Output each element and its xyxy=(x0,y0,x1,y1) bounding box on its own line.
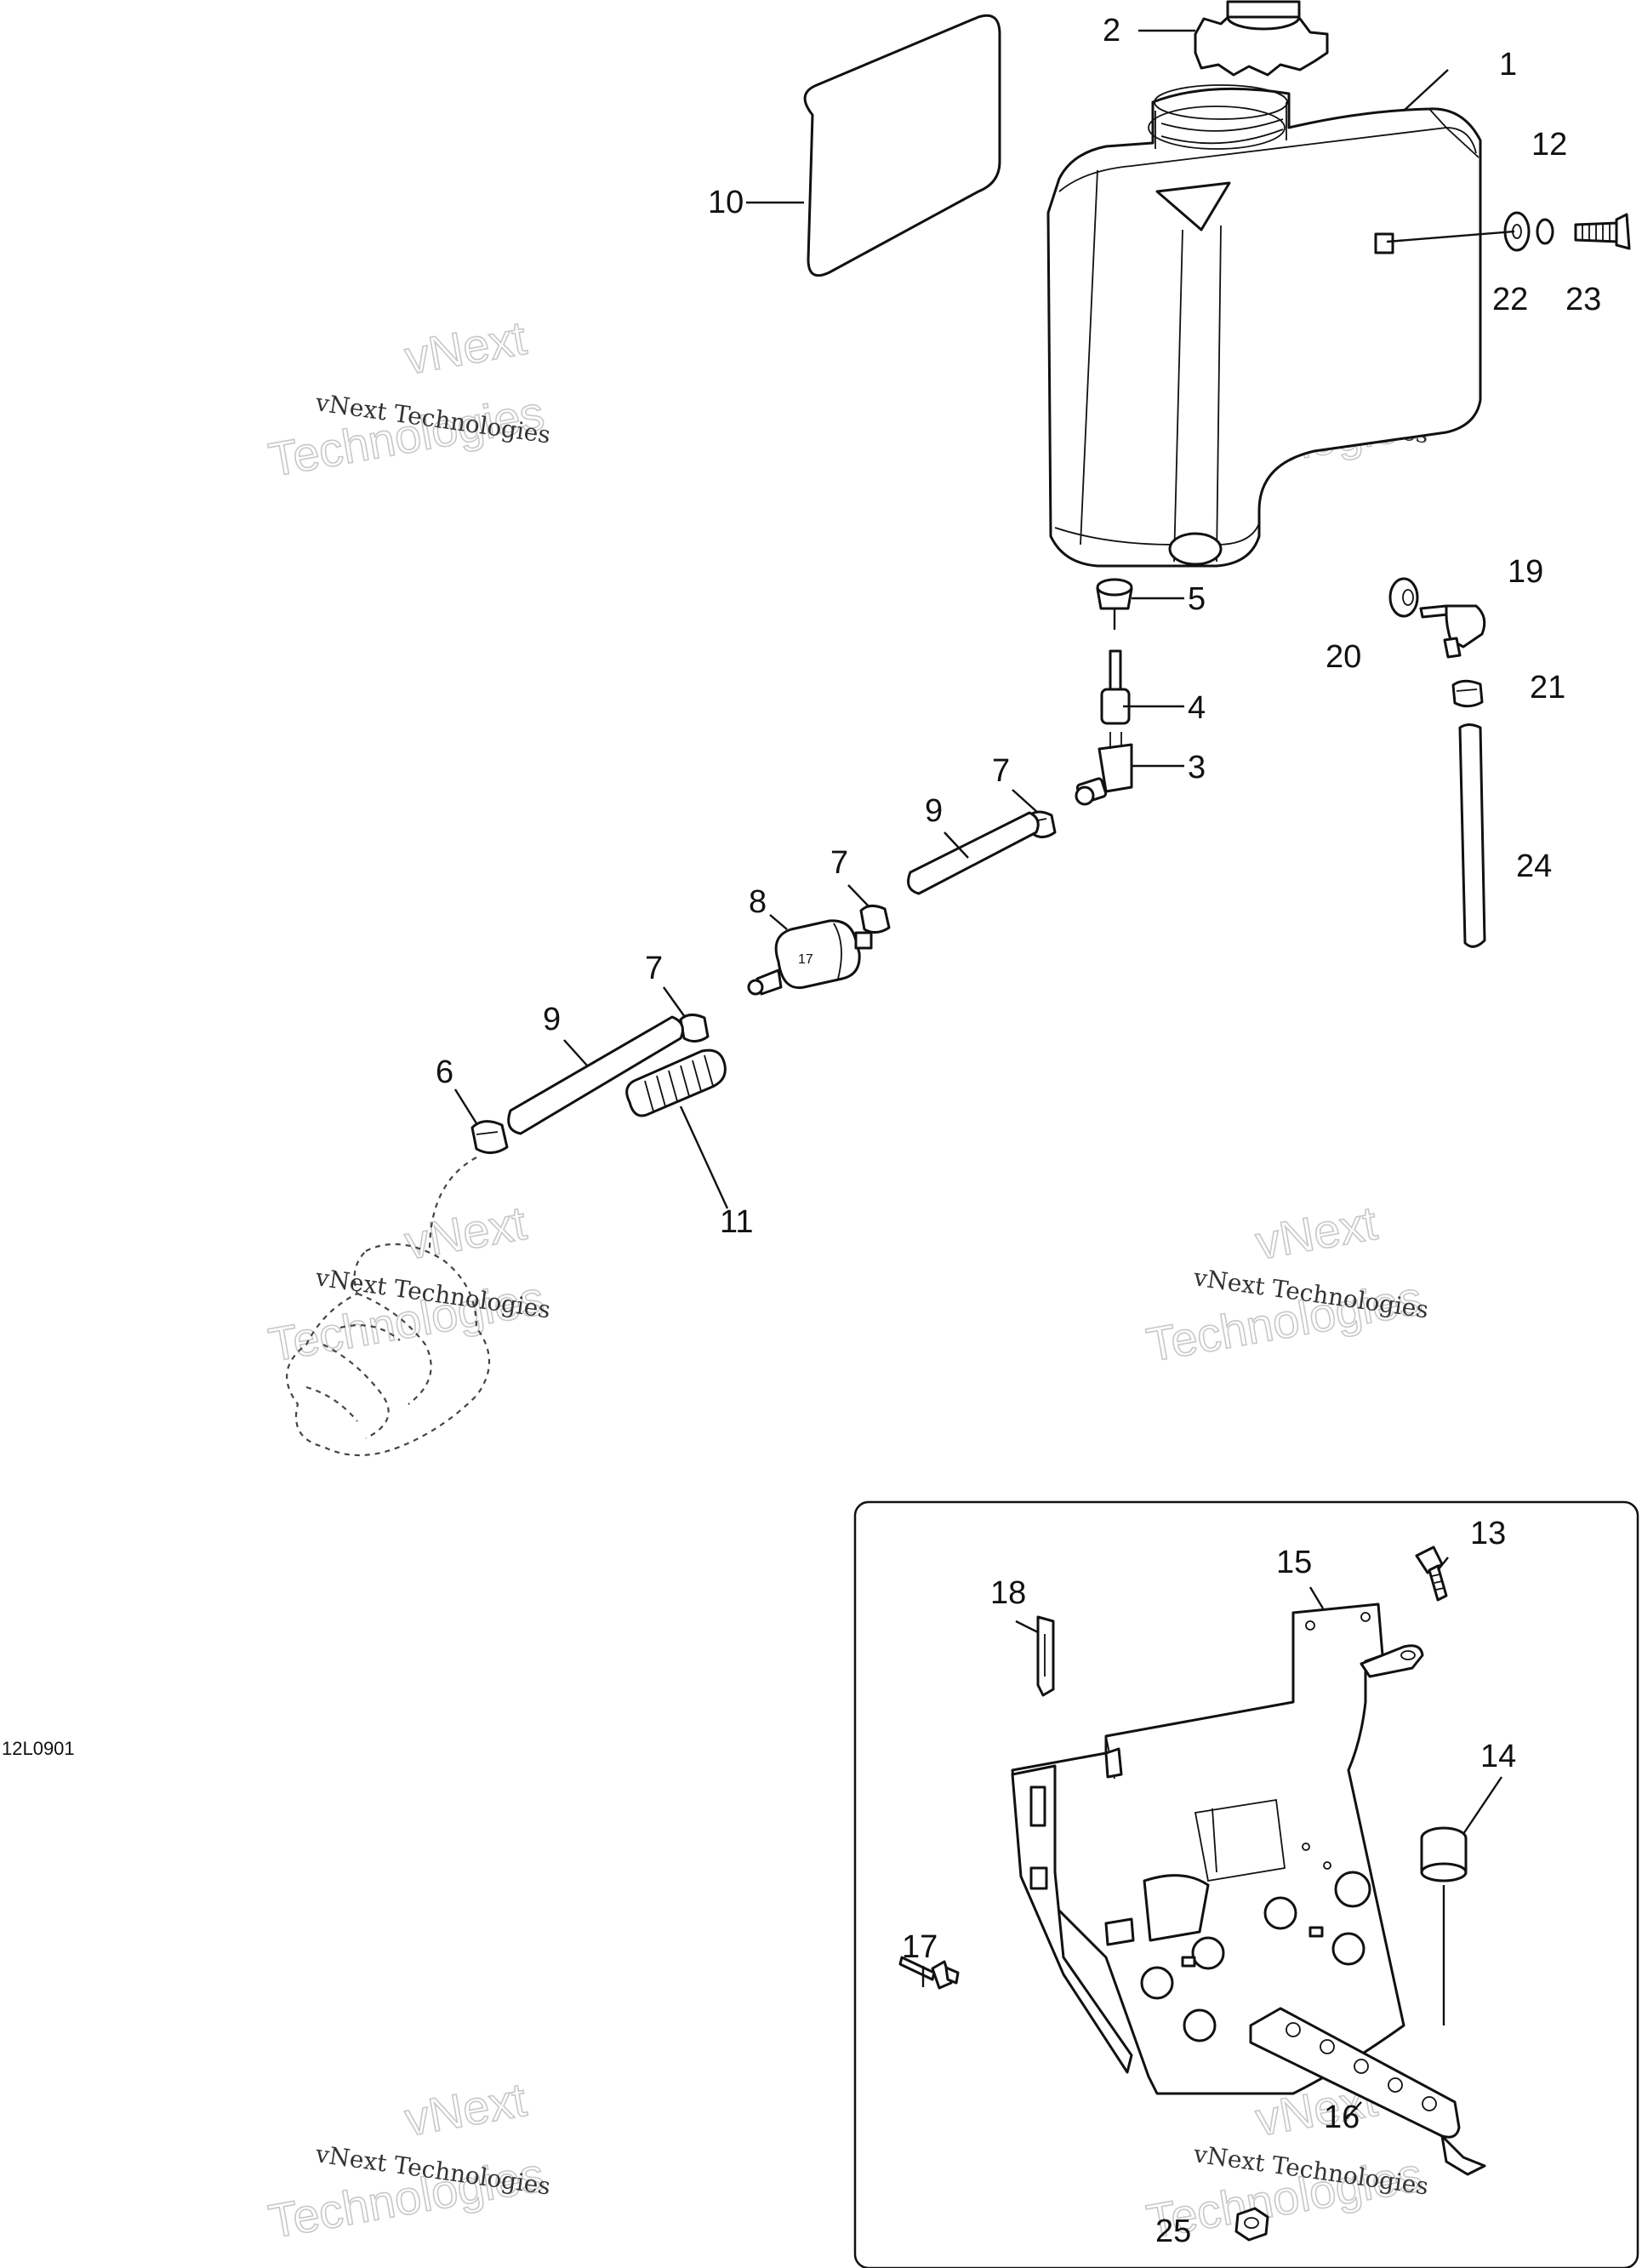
hose-9-upper xyxy=(907,811,1040,895)
elbow-19 xyxy=(1419,604,1486,659)
bracket-15-side-panel xyxy=(1011,1747,1135,2074)
callout-19: 19 xyxy=(1508,554,1543,590)
svg-text:vNext: vNext xyxy=(401,1196,530,1270)
callout-18: 18 xyxy=(990,1575,1026,1611)
callout-20: 20 xyxy=(1326,639,1361,675)
callout-2: 2 xyxy=(1103,13,1120,49)
svg-text:17: 17 xyxy=(798,952,813,967)
filler-cap-2 xyxy=(1194,0,1329,77)
elbow-fitting-3 xyxy=(1075,732,1133,806)
callout-16: 16 xyxy=(1324,2099,1360,2135)
clamp-7-middle xyxy=(859,905,891,934)
spring-sleeve-11 xyxy=(625,1048,727,1117)
callout-3: 3 xyxy=(1188,750,1206,786)
engine-reference-outline xyxy=(286,1157,491,1457)
bolt-13 xyxy=(1415,1545,1448,1602)
callout-7-middle: 7 xyxy=(830,845,848,881)
callout-10: 10 xyxy=(708,185,744,220)
callout-7-top: 7 xyxy=(992,753,1010,789)
watermark-bottom-left: Technologies vNext vNext Technologies xyxy=(264,2071,552,2249)
callout-1: 1 xyxy=(1499,47,1517,83)
svg-text:vNext: vNext xyxy=(1251,1196,1381,1270)
callout-4: 4 xyxy=(1188,690,1206,726)
callout-7-lower: 7 xyxy=(645,951,663,986)
bracket-15 xyxy=(1011,1602,1424,2095)
clip-18 xyxy=(1036,1615,1055,1697)
callout-17: 17 xyxy=(902,1929,938,1965)
callout-12: 12 xyxy=(1531,127,1567,163)
connector-4 xyxy=(1100,649,1131,725)
watermark-middle-right: Technologies vNext vNext Technologies xyxy=(1142,1195,1430,1373)
washer-12 xyxy=(1536,218,1554,245)
callout-15: 15 xyxy=(1276,1545,1312,1580)
callout-25: 25 xyxy=(1155,2214,1191,2249)
clamp-7-lower xyxy=(679,1014,710,1043)
support-rail-16 xyxy=(1249,2007,1486,2176)
hose-9-lower xyxy=(507,1015,684,1135)
callout-9-top: 9 xyxy=(925,793,943,829)
callout-23: 23 xyxy=(1565,282,1601,317)
fuel-filter-8: 17 xyxy=(747,919,873,996)
grommet-14 xyxy=(1420,1826,1468,2025)
svg-text:vNext: vNext xyxy=(401,2072,530,2146)
figure-code: 12L0901 xyxy=(2,1738,75,1759)
callout-9-lower: 9 xyxy=(543,1002,561,1037)
rivet-17 xyxy=(898,1956,960,1990)
callout-24: 24 xyxy=(1516,848,1552,884)
callout-22: 22 xyxy=(1492,282,1528,317)
bolt-23 xyxy=(1574,213,1631,250)
leader-lines xyxy=(453,29,1515,2120)
watermark-top-left: Technologies vNext vNext Technologies xyxy=(264,310,552,488)
callout-21: 21 xyxy=(1530,670,1565,706)
callout-14: 14 xyxy=(1480,1739,1516,1774)
svg-text:vNext: vNext xyxy=(401,311,530,385)
grommet-5 xyxy=(1096,578,1133,630)
nut-25 xyxy=(1234,2207,1269,2242)
callout-6: 6 xyxy=(436,1054,453,1090)
decal-10 xyxy=(803,14,1001,277)
callout-13: 13 xyxy=(1470,1516,1506,1551)
clamp-21 xyxy=(1451,679,1484,708)
tube-24 xyxy=(1458,723,1486,948)
grommet-20 xyxy=(1388,577,1419,618)
callout-11: 11 xyxy=(720,1204,753,1240)
callout-5: 5 xyxy=(1188,581,1206,617)
inset-box xyxy=(853,1500,1639,2268)
clamp-6 xyxy=(470,1120,509,1154)
callouts: 1 2 12 10 22 23 5 19 20 21 4 3 7 9 24 7 … xyxy=(2,13,1601,2249)
watermark-middle-left: Technologies vNext vNext Technologies xyxy=(264,1195,552,1373)
callout-8: 8 xyxy=(749,884,767,920)
oil-tank-1 xyxy=(1046,84,1482,568)
